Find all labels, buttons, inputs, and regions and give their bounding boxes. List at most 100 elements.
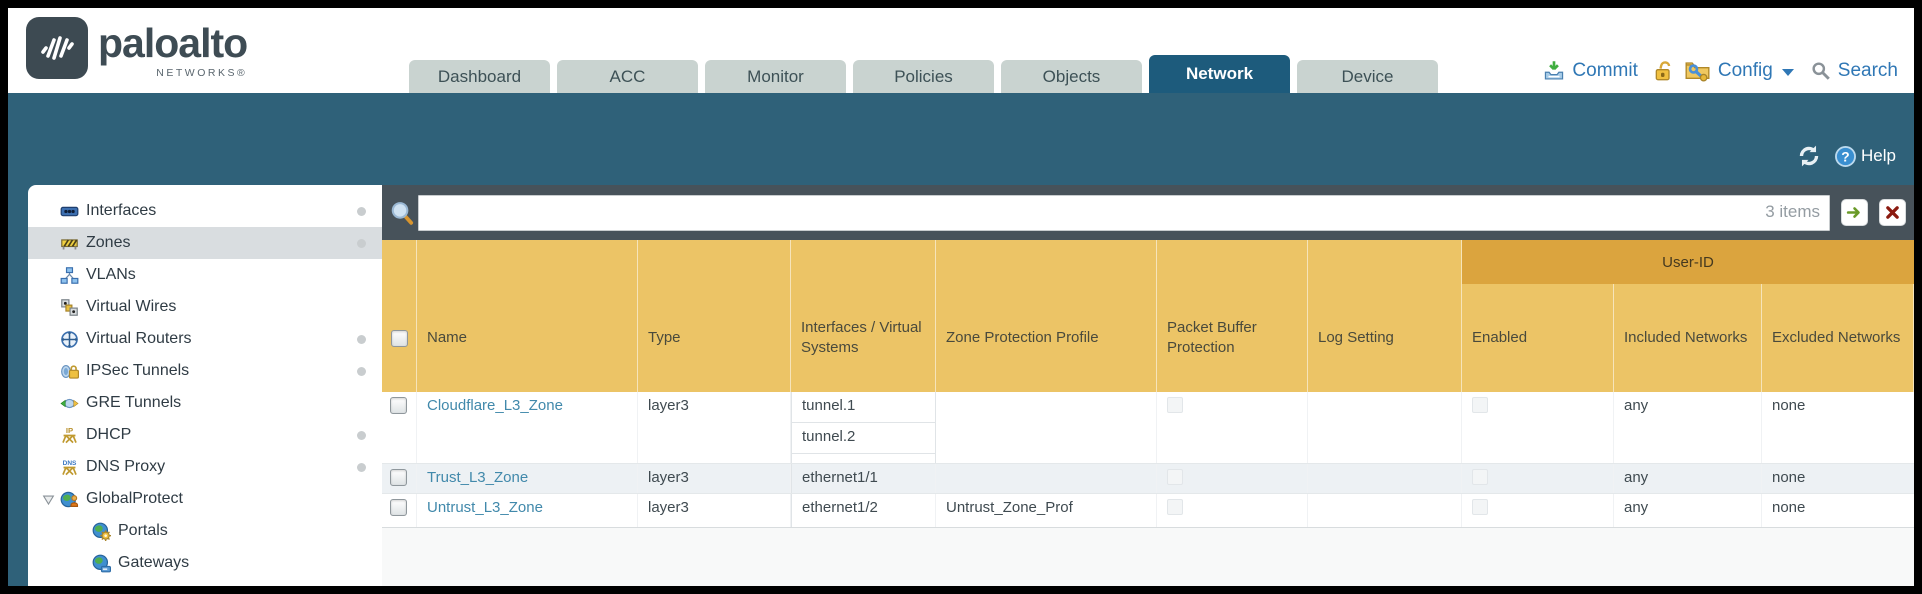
sidebar-item-label: Interfaces (86, 202, 157, 219)
packet-buffer-protection-cell (1157, 494, 1308, 527)
zone-protection-profile-cell (936, 464, 1157, 493)
sidebar-item-virtual-wires[interactable]: Virtual Wires (28, 291, 382, 323)
sidebar-item-ipsec-tunnels[interactable]: IPSec Tunnels (28, 355, 382, 387)
paloalto-logo: paloalto NETWORKS® (26, 17, 248, 79)
status-dot (357, 206, 366, 216)
sidebar-item-label: Gateways (118, 554, 190, 571)
tab-acc[interactable]: ACC (557, 60, 698, 93)
table-empty-area (382, 528, 1914, 586)
commit-icon (1545, 61, 1564, 80)
lock-icon[interactable] (1653, 59, 1677, 83)
packet-buffer-checkbox (1167, 397, 1183, 413)
sidebar-item-gre-tunnels[interactable]: GRE Tunnels (28, 387, 382, 419)
col-header-enabled[interactable]: Enabled (1462, 284, 1614, 392)
sidebar-item-vlans[interactable]: VLANs (28, 259, 382, 291)
network-sidebar: Interfaces Zones VLANs Virtual Wires (28, 185, 382, 586)
sidebar-item-label: Zones (86, 234, 131, 251)
user-id-enabled-cell (1462, 392, 1614, 463)
tab-policies[interactable]: Policies (853, 60, 994, 93)
sidebar-item-label: Portals (118, 522, 168, 539)
col-header-name[interactable]: Name (417, 240, 638, 392)
status-dot (357, 430, 366, 440)
row-checkbox[interactable] (390, 499, 407, 516)
config-icon (1685, 62, 1710, 82)
filter-bar: 3 items (382, 185, 1914, 240)
status-dot (357, 334, 366, 344)
dhcp-icon: IP (62, 426, 77, 443)
items-count: 3 items (1765, 201, 1820, 221)
help-button[interactable]: Help (1861, 146, 1896, 165)
excluded-networks-cell: none (1772, 499, 1806, 516)
zone-protection-profile-cell: Untrust_Zone_Prof (936, 494, 1157, 527)
tab-monitor[interactable]: Monitor (705, 60, 846, 93)
tab-objects[interactable]: Objects (1001, 60, 1142, 93)
config-button[interactable]: Config (1717, 60, 1773, 81)
sidebar-item-virtual-routers[interactable]: Virtual Routers (28, 323, 382, 355)
sidebar-item-globalprotect[interactable]: GlobalProtect (28, 483, 382, 515)
main-panel: 3 items Name Type Inter (382, 185, 1914, 586)
status-dot (357, 366, 366, 376)
tab-network[interactable]: Network (1149, 55, 1290, 93)
sidebar-item-gateways[interactable]: Gateways (28, 547, 382, 579)
zone-name-link[interactable]: Trust_L3_Zone (427, 469, 529, 486)
soundwave-icon (41, 36, 74, 60)
included-networks-cell: any (1614, 392, 1762, 463)
zones-icon (61, 238, 78, 249)
main-nav-tabs: Dashboard ACC Monitor Policies Objects N… (409, 55, 1438, 93)
tab-device[interactable]: Device (1297, 60, 1438, 93)
help-icon[interactable]: ? (1834, 145, 1857, 168)
col-header-included-networks[interactable]: Included Networks (1614, 284, 1762, 392)
interfaces-cell: tunnel.1 tunnel.2 (791, 392, 936, 463)
col-header-excluded-networks[interactable]: Excluded Networks (1762, 284, 1914, 392)
sidebar-item-label: VLANs (86, 266, 136, 283)
brand-name: paloalto (98, 20, 248, 66)
table-row: Cloudflare_L3_Zone layer3 tunnel.1 tunne… (382, 392, 1914, 464)
clear-filter-button[interactable] (1879, 199, 1906, 226)
sidebar-item-label: DNS Proxy (86, 458, 166, 475)
sidebar-item-dhcp[interactable]: IP DHCP (28, 419, 382, 451)
sidebar-item-zones[interactable]: Zones (28, 227, 382, 259)
excluded-networks-cell: none (1772, 397, 1806, 414)
brand-subtitle: NETWORKS® (156, 67, 248, 79)
row-checkbox[interactable] (390, 469, 407, 486)
user-id-enabled-checkbox (1472, 469, 1488, 485)
sidebar-item-interfaces[interactable]: Interfaces (28, 195, 382, 227)
search-button[interactable]: Search (1837, 60, 1898, 81)
sidebar-item-label: Virtual Wires (86, 298, 177, 315)
chevron-down-icon[interactable] (1781, 69, 1794, 76)
row-checkbox[interactable] (390, 397, 407, 414)
top-bar: paloalto NETWORKS® Dashboard ACC Monitor… (8, 8, 1914, 93)
sidebar-item-portals[interactable]: Portals (28, 515, 382, 547)
filter-input[interactable] (418, 194, 1830, 231)
tab-dashboard[interactable]: Dashboard (409, 60, 550, 93)
sidebar-item-dns-proxy[interactable]: DNS DNS Proxy (28, 451, 382, 483)
table-row: Trust_L3_Zone layer3 ethernet1/1 any non… (382, 464, 1914, 494)
zone-name-link[interactable]: Untrust_L3_Zone (427, 499, 543, 516)
col-header-zone-protection-profile[interactable]: Zone Protection Profile (936, 240, 1157, 392)
gateways-icon (92, 554, 111, 572)
select-all-checkbox[interactable] (390, 329, 408, 347)
commit-button[interactable]: Commit (1572, 60, 1638, 81)
sidebar-item-label: GRE Tunnels (86, 394, 182, 411)
col-header-log-setting[interactable]: Log Setting (1308, 240, 1462, 392)
status-dot (357, 238, 366, 248)
refresh-icon[interactable] (1796, 143, 1822, 169)
zone-name-link[interactable]: Cloudflare_L3_Zone (427, 397, 563, 414)
user-id-enabled-cell (1462, 494, 1614, 527)
table-header: Name Type Interfaces / Virtual Systems Z… (382, 240, 1914, 392)
search-icon (1812, 62, 1830, 80)
virtual-wires-icon (61, 298, 78, 316)
virtual-routers-icon (61, 330, 78, 348)
zone-type-cell: layer3 (638, 464, 791, 493)
apply-filter-button[interactable] (1841, 199, 1868, 226)
col-header-interfaces[interactable]: Interfaces / Virtual Systems (791, 240, 936, 392)
sidebar-item-label: GlobalProtect (86, 490, 183, 507)
col-header-packet-buffer-protection[interactable]: Packet Buffer Protection (1157, 240, 1308, 392)
log-setting-cell (1308, 494, 1462, 527)
interfaces-cell: ethernet1/1 (791, 464, 936, 493)
user-id-enabled-checkbox (1472, 397, 1488, 413)
expander-triangle-icon[interactable] (42, 493, 56, 506)
page-header-band: ? Help (8, 93, 1914, 185)
col-header-type[interactable]: Type (638, 240, 791, 392)
filter-search-icon (391, 201, 414, 225)
